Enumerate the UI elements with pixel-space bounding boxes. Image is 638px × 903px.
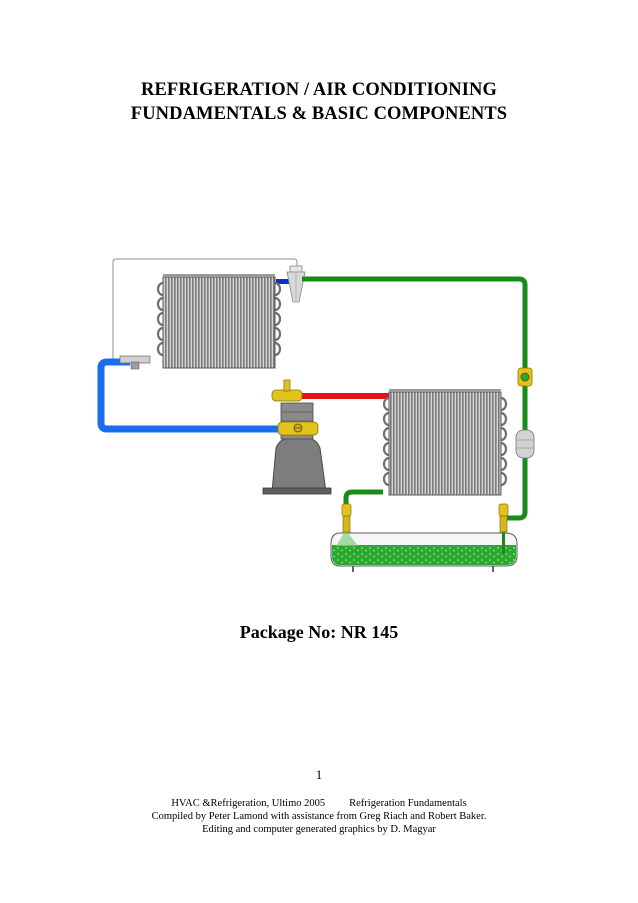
refrigeration-system-diagram xyxy=(97,258,535,572)
footer: HVAC &Refrigeration, Ultimo 2005 Refriger… xyxy=(0,797,638,836)
title-line-2: FUNDAMENTALS & BASIC COMPONENTS xyxy=(130,104,508,124)
evaporator-housing xyxy=(112,258,298,360)
package-number: Package No: NR 145 xyxy=(239,622,399,642)
sight-glass xyxy=(517,367,533,387)
footer-subject: Refrigeration Fundamentals xyxy=(349,798,467,809)
evaporator-inlet-line xyxy=(276,279,291,284)
evaporator-coil xyxy=(156,274,282,369)
footer-organisation: HVAC &Refrigeration, Ultimo 2005 xyxy=(171,798,326,809)
title-line-1: REFRIGERATION / AIR CONDITIONING xyxy=(141,80,497,100)
receiver-to-condenser-line xyxy=(343,489,383,510)
suction-line xyxy=(97,358,282,433)
footer-line-2: Compiled by Peter Lamond with assistance… xyxy=(151,811,487,822)
liquid-line xyxy=(302,276,528,521)
discharge-line xyxy=(301,393,389,399)
compressor xyxy=(262,379,332,495)
suction-fitting xyxy=(119,355,151,370)
footer-line-3: Editing and computer generated graphics … xyxy=(202,824,436,835)
expansion-valve xyxy=(286,265,306,303)
receiver xyxy=(330,503,518,572)
condenser-coil xyxy=(382,389,508,496)
page-number: 1 xyxy=(315,767,323,782)
footer-line-1: HVAC &Refrigeration, Ultimo 2005 Refriger… xyxy=(0,797,638,810)
document-title: REFRIGERATION / AIR CONDITIONING FUNDAME… xyxy=(0,78,638,126)
filter-drier xyxy=(515,429,535,459)
